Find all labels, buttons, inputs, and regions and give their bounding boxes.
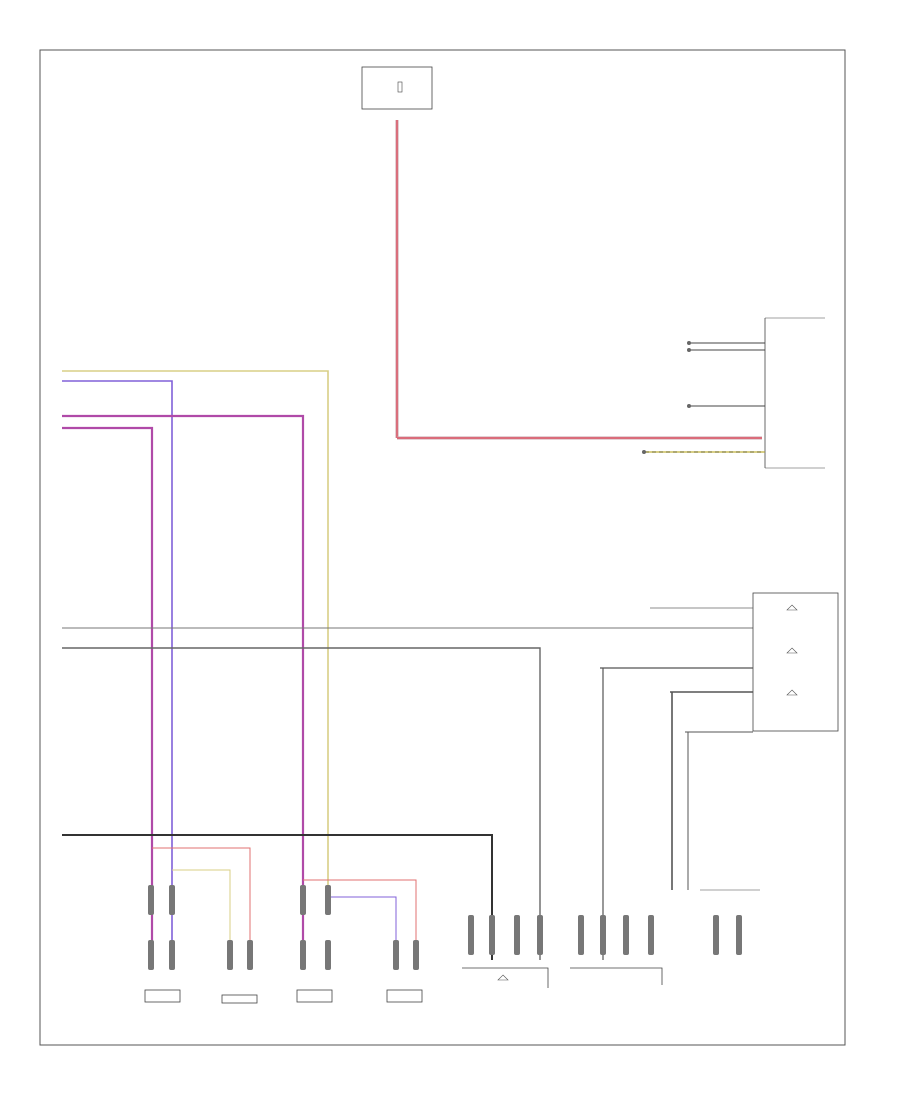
speaker-lf xyxy=(144,989,181,1003)
wire-violet-feed xyxy=(62,380,173,960)
tweeter-wires xyxy=(152,847,417,960)
wire-red-power xyxy=(395,120,762,440)
wire-purple-feed-a xyxy=(62,414,305,960)
connector-pins xyxy=(148,885,742,970)
wire-gray-antenna-b xyxy=(62,647,541,960)
radio-unit xyxy=(642,317,825,469)
wire-ground-bus xyxy=(62,834,493,960)
fuse-box xyxy=(361,66,433,110)
wire-yellow-feed xyxy=(62,370,329,897)
antenna-connector xyxy=(462,967,549,988)
nav-connector xyxy=(570,967,663,985)
speaker-lr xyxy=(296,989,333,1003)
module-box xyxy=(600,592,839,960)
tweeter-lf xyxy=(221,994,258,1004)
wire-purple-feed-b xyxy=(62,426,154,960)
fuse-symbol xyxy=(397,81,403,93)
diagram-frame xyxy=(39,49,846,1046)
tweeter-lr xyxy=(386,989,423,1003)
